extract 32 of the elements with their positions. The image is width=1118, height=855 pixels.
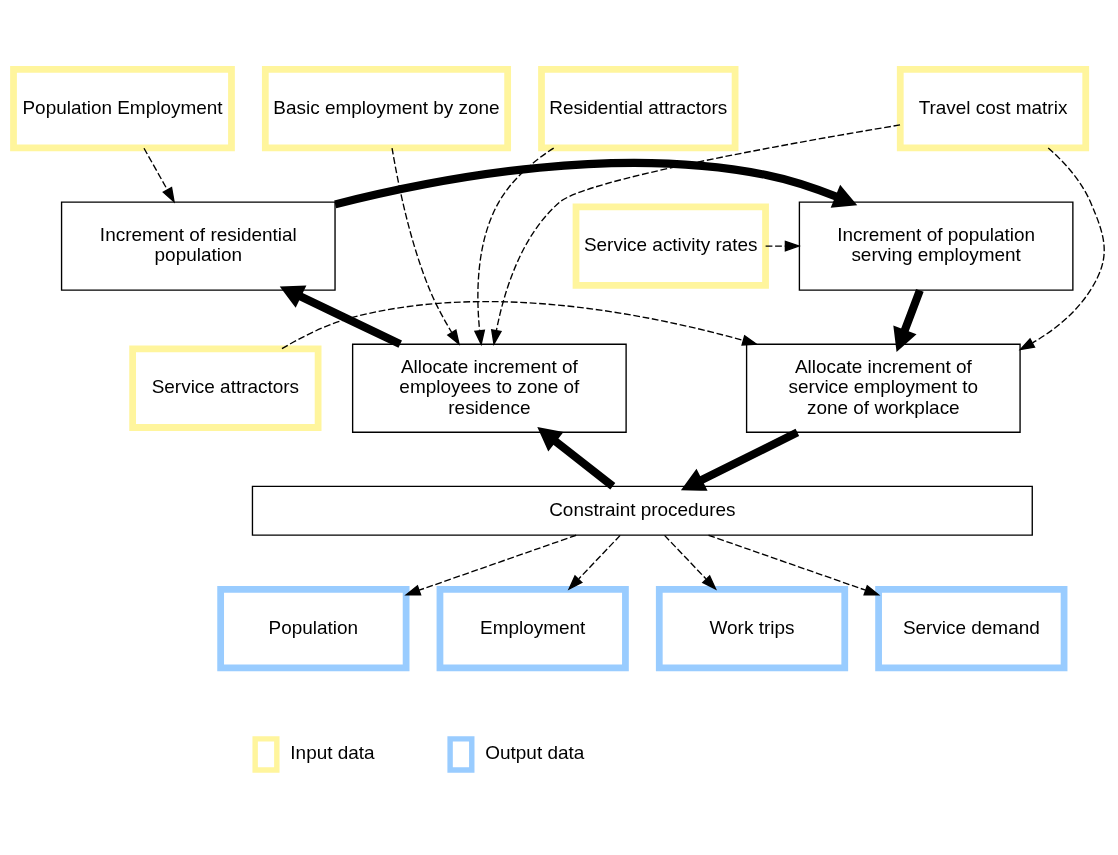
arrow <box>281 300 759 350</box>
node-box: Allocate increment of employees to zone of residence <box>351 343 627 433</box>
node-box: Population <box>217 585 410 672</box>
arrow <box>893 288 924 352</box>
arrow <box>680 428 800 491</box>
arrow <box>1018 147 1105 351</box>
node-box: Service attractors <box>129 345 322 431</box>
arrow <box>567 534 621 591</box>
node-box: Increment of residential population <box>60 201 336 291</box>
legend-label: Output data <box>485 742 585 764</box>
arrow <box>663 534 718 591</box>
node-box: Service demand <box>875 585 1068 672</box>
arrow <box>334 159 858 209</box>
node-box: Work trips <box>655 585 849 672</box>
arrow <box>490 124 901 346</box>
arrow <box>404 534 577 596</box>
legend-label: Input data <box>290 742 375 764</box>
arrow <box>764 240 801 252</box>
arrow <box>143 147 176 204</box>
node-box: Increment of population serving employment <box>798 201 1074 291</box>
node-box: Service activity rates <box>572 203 769 289</box>
node-box: Residential attractors <box>538 66 739 152</box>
node-box: Population Employment <box>10 66 235 152</box>
node-box: Employment <box>436 585 629 672</box>
arrow <box>391 147 461 346</box>
node-box: Constraint procedures <box>251 485 1033 536</box>
arrow <box>473 147 555 347</box>
arrow <box>707 534 881 596</box>
node-box: Basic employment by zone <box>261 66 512 152</box>
arrow <box>537 427 616 490</box>
node-box: Travel cost matrix <box>896 66 1090 152</box>
node-box: Allocate increment of service employment to zone of workplace <box>745 343 1021 433</box>
